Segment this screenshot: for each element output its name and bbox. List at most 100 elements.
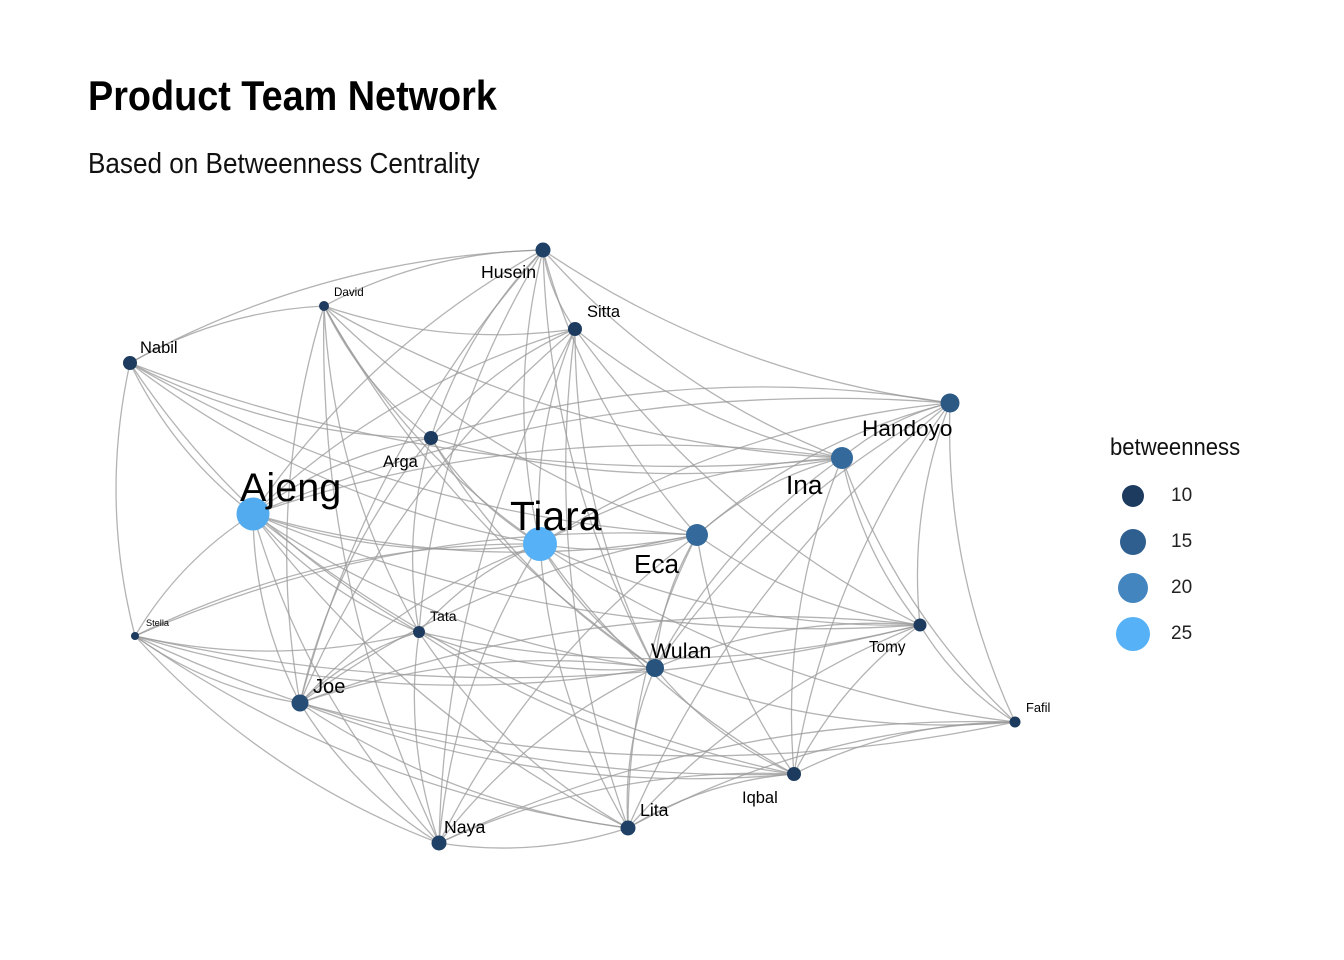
edge-nabil-ina — [129, 362, 843, 468]
edge-tata-wulan — [418, 631, 656, 671]
network-nodes — [123, 242, 1021, 851]
edge-tata-joe — [299, 631, 420, 704]
edge-tomy-iqbal — [793, 624, 921, 775]
edge-david-nabil — [129, 305, 325, 364]
edge-fafil-naya — [438, 720, 1016, 844]
edge-david-sitta — [323, 305, 576, 336]
edge-husein-arga — [430, 249, 544, 439]
edge-sitta-wulan — [574, 328, 656, 669]
node-label-fafil: Fafil — [1026, 700, 1050, 715]
legend-dot — [1116, 617, 1150, 651]
node-label-tata: Tata — [430, 608, 457, 624]
edge-handoyo-tomy — [916, 402, 951, 626]
edge-handoyo-lita — [627, 402, 951, 829]
edge-stella-tata — [134, 631, 420, 652]
edge-nabil-ajeng — [129, 362, 254, 515]
edge-sitta-naya — [438, 328, 576, 844]
edge-eca-iqbal — [696, 534, 795, 775]
node-sitta — [568, 322, 582, 336]
edge-stella-naya — [134, 635, 440, 844]
edge-tiara-joe — [299, 543, 541, 704]
edge-ajeng-tomy — [252, 513, 921, 630]
legend: betweenness 10 15 20 25 — [1110, 434, 1251, 666]
edge-nabil-stella — [115, 362, 136, 637]
node-wulan — [646, 659, 664, 677]
node-label-stella: Stella — [146, 618, 170, 628]
edge-ajeng-eca — [252, 513, 698, 553]
edge-stella-wulan — [134, 635, 656, 686]
edge-david-eca — [323, 305, 698, 536]
node-tiara — [523, 527, 557, 561]
legend-label: 10 — [1171, 485, 1193, 506]
edge-tiara-fafil — [539, 543, 1016, 723]
edge-sitta-tomy — [574, 328, 921, 626]
node-tomy — [913, 618, 927, 632]
network-edges — [115, 249, 1016, 849]
node-ina — [831, 447, 853, 469]
edge-husein-handoyo — [542, 249, 951, 404]
node-david — [319, 301, 329, 311]
edge-david-ina — [323, 305, 843, 459]
legend-item: 10 — [1110, 482, 1251, 528]
node-label-handoyo: Handoyo — [862, 416, 952, 441]
edge-naya-lita — [438, 827, 629, 849]
legend-item: 20 — [1110, 573, 1251, 620]
edge-nabil-arga — [129, 362, 432, 439]
node-nabil — [123, 356, 137, 370]
edge-husein-ajeng — [252, 249, 544, 515]
edge-wulan-lita — [626, 667, 656, 829]
edge-david-tiara — [323, 305, 541, 545]
network-labels: HuseinDavidSittaNabilHandoyoArgaInaAjeng… — [140, 262, 1050, 837]
edge-ina-wulan — [654, 457, 843, 669]
edge-sitta-arga — [430, 328, 576, 439]
edge-husein-nabil — [129, 249, 544, 364]
edge-handoyo-iqbal — [793, 402, 951, 775]
edge-husein-wulan — [542, 249, 656, 669]
node-ajeng — [236, 497, 270, 531]
edge-ajeng-stella — [134, 513, 254, 637]
node-handoyo — [940, 393, 960, 413]
node-lita — [620, 820, 636, 836]
edge-fafil-lita — [627, 721, 1016, 829]
edge-husein-sitta — [542, 249, 576, 330]
edge-nabil-tiara — [129, 362, 541, 545]
edge-tomy-joe — [299, 615, 921, 704]
legend-dot — [1118, 573, 1148, 603]
edge-nabil-eca — [129, 362, 698, 536]
edge-handoyo-tiara — [539, 402, 951, 545]
edge-tomy-wulan — [654, 622, 921, 669]
edge-fafil-iqbal — [793, 721, 1016, 775]
node-eca — [686, 524, 708, 546]
edge-ina-ajeng — [252, 444, 843, 515]
node-label-ina: Ina — [786, 470, 823, 500]
node-fafil — [1009, 716, 1021, 728]
edge-arga-tata — [411, 437, 432, 633]
legend-item: 25 — [1110, 617, 1251, 666]
edge-stella-tomy — [134, 624, 921, 679]
edge-tiara-wulan — [539, 543, 656, 669]
node-label-sitta: Sitta — [587, 303, 621, 321]
edge-tiara-tomy — [539, 543, 921, 626]
edge-arga-joe — [299, 437, 432, 704]
node-label-ajeng: Ajeng — [240, 466, 341, 510]
edge-arga-wulan — [430, 437, 656, 669]
node-stella — [131, 632, 139, 640]
legend-dot — [1120, 529, 1146, 555]
node-label-nabil: Nabil — [140, 339, 178, 357]
edge-eca-tomy — [696, 534, 921, 626]
edge-eca-wulan — [654, 534, 698, 669]
edge-david-naya — [322, 305, 440, 844]
edge-eca-joe — [299, 534, 698, 704]
edge-ina-eca — [696, 457, 843, 536]
edge-tiara-stella — [134, 543, 541, 637]
edge-ajeng-naya — [252, 513, 440, 844]
edge-handoyo-wulan — [654, 402, 951, 669]
edge-tata-iqbal — [418, 631, 795, 775]
node-label-tiara: Tiara — [510, 493, 602, 539]
edge-sitta-lita — [565, 328, 629, 829]
node-husein — [535, 242, 551, 258]
edge-eca-stella — [134, 532, 698, 637]
node-arga — [424, 431, 438, 445]
legend-title: betweenness — [1110, 434, 1241, 461]
